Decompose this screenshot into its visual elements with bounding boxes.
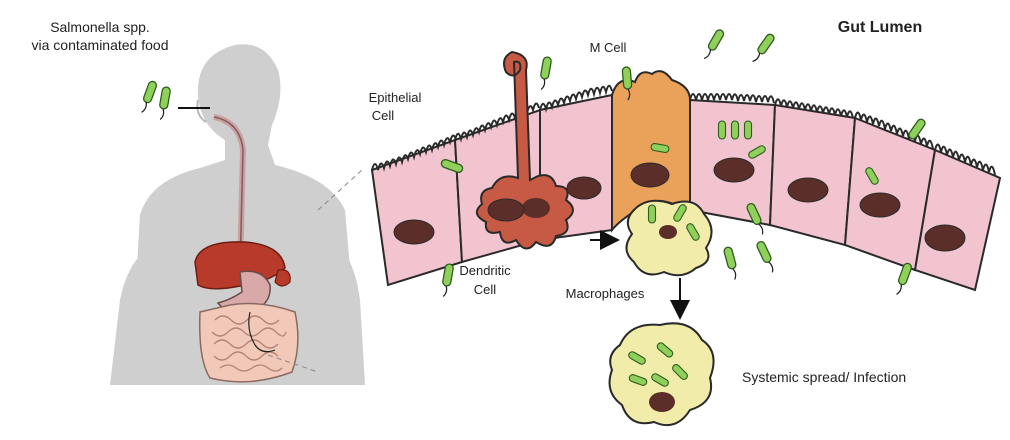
macrophages-label: Macrophages	[566, 286, 645, 301]
systemic-spread-label: Systemic spread/ Infection	[742, 369, 906, 385]
epithelial-label-line2: Cell	[372, 108, 395, 123]
m-cell-label: M Cell	[590, 40, 627, 55]
gut-lumen-label: Gut Lumen	[838, 19, 922, 36]
source-label-line2: via contaminated food	[32, 37, 169, 53]
infected-macrophage	[610, 323, 714, 425]
bacterium-icon	[139, 80, 158, 114]
bacterium-icon	[157, 86, 171, 120]
dendritic-label-line2: Cell	[474, 282, 497, 297]
source-label-line1: Salmonella spp.	[50, 19, 150, 35]
epithelial-label-line1: Epithelial	[369, 90, 422, 105]
dendritic-label-line1: Dendritic	[459, 263, 511, 278]
